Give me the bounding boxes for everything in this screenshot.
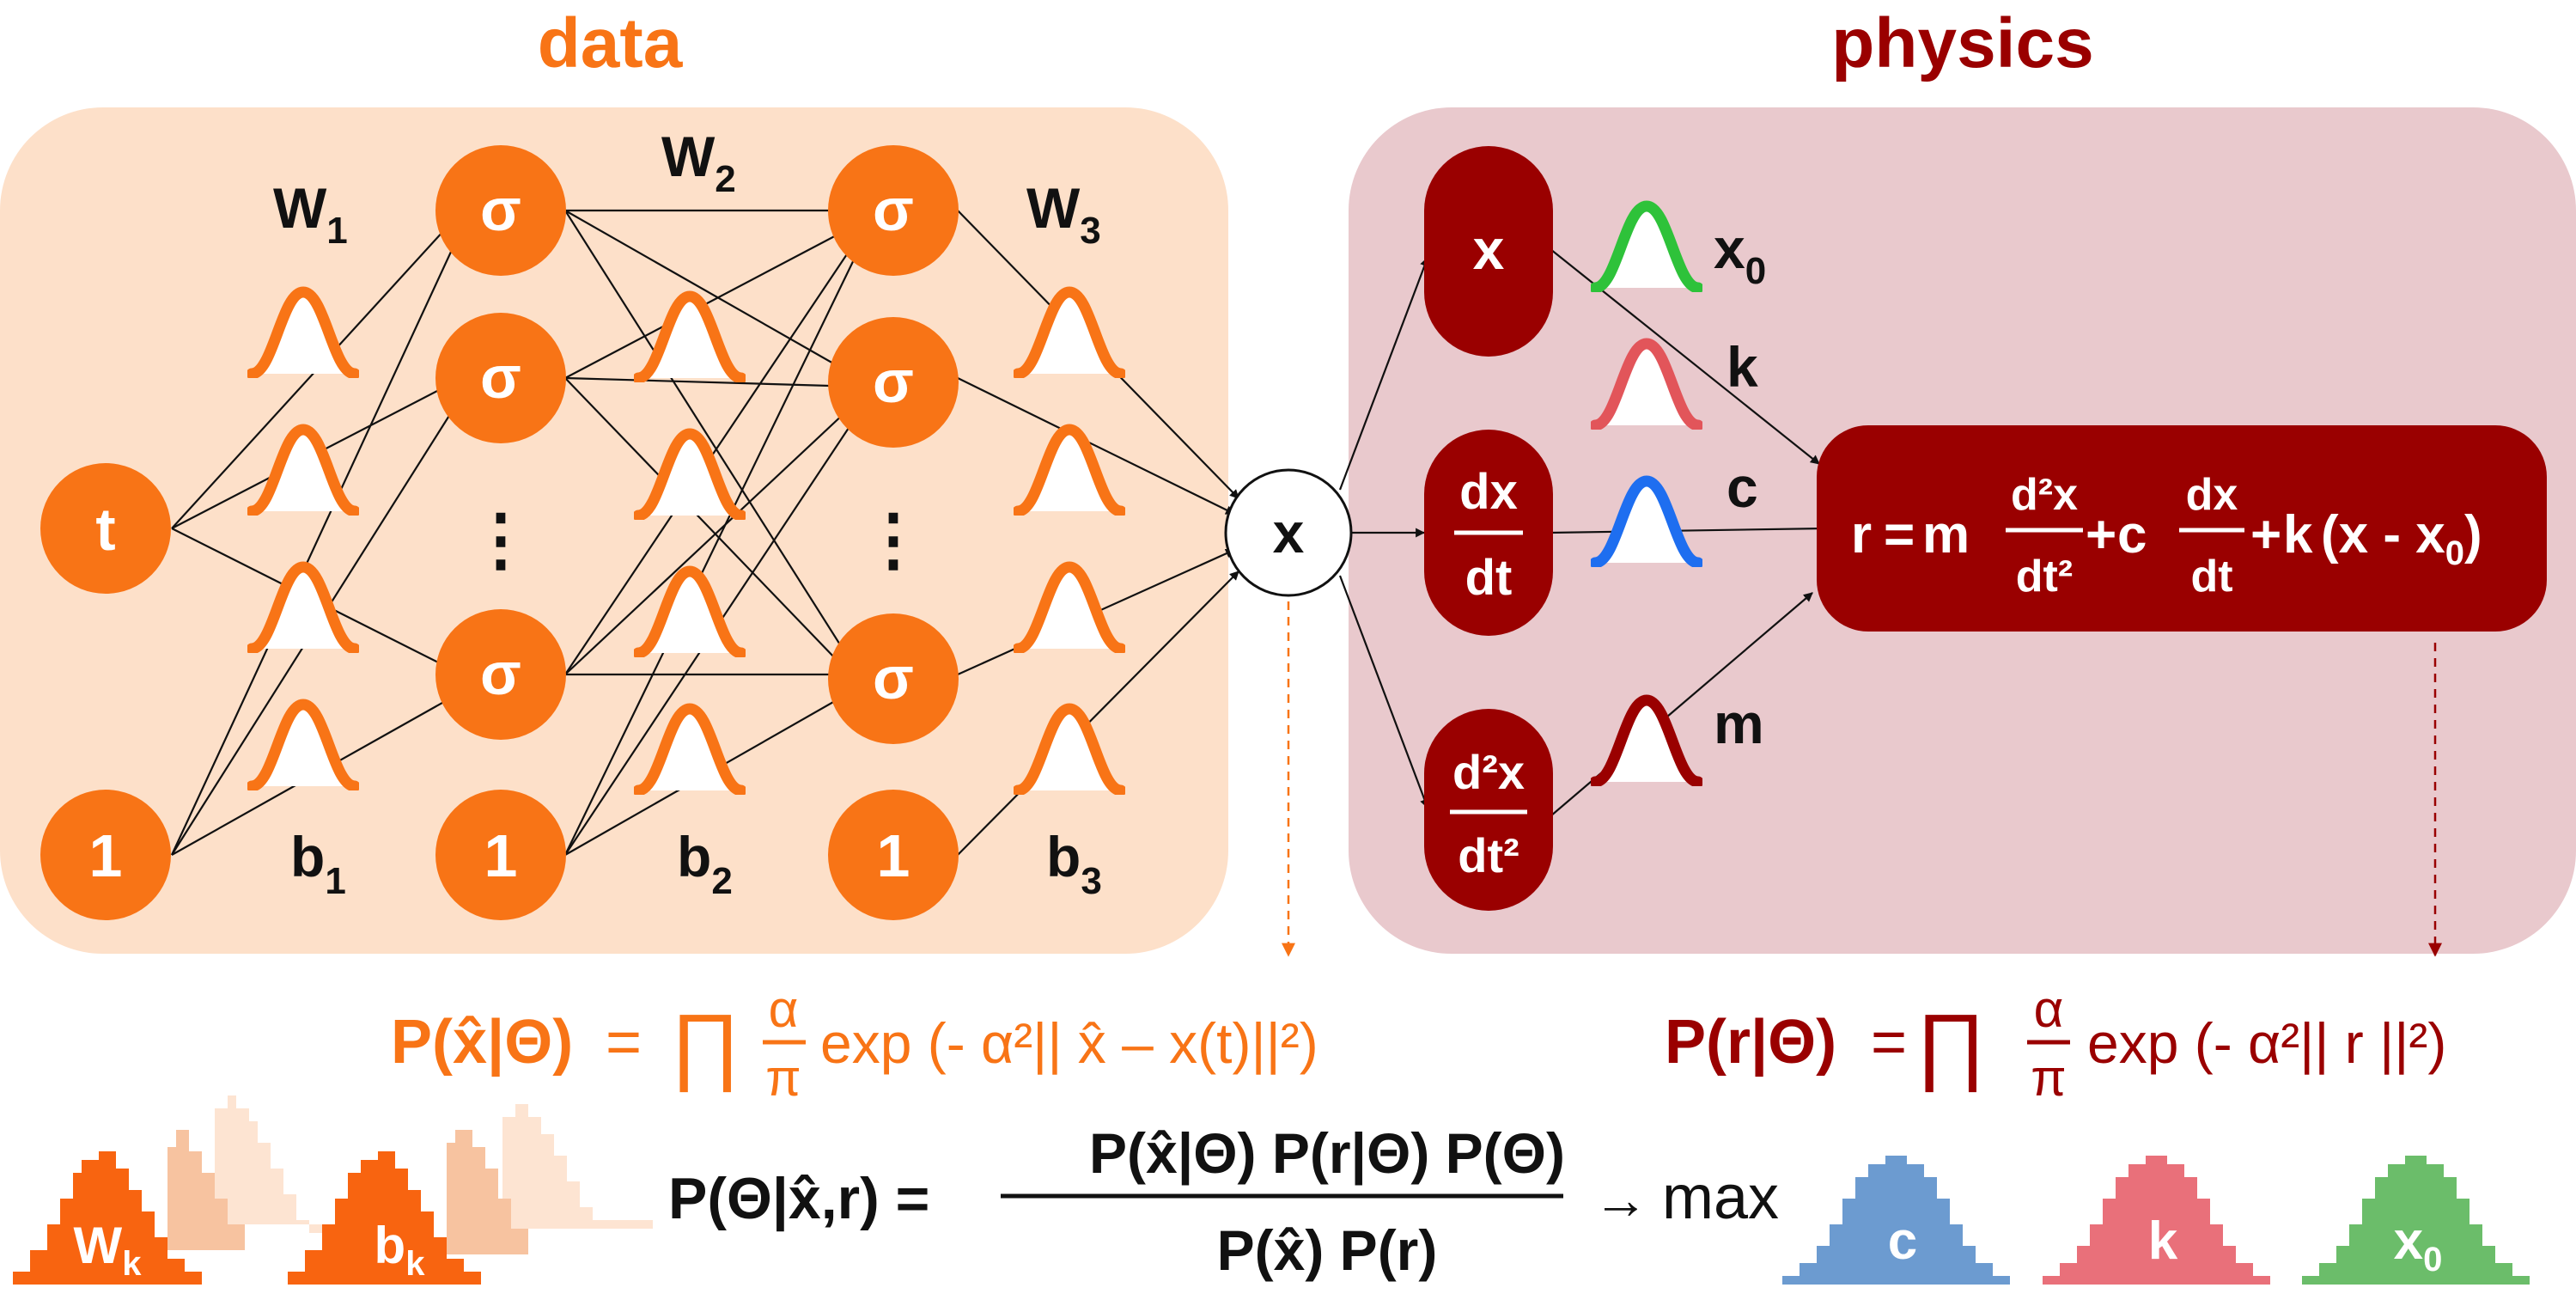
hist-c: c (1782, 1156, 2010, 1285)
residual-d2x: d²x (2011, 470, 2078, 520)
output-node: x (1224, 468, 1353, 597)
residual-eq: = (1884, 505, 1915, 565)
residual-plus: + (2086, 505, 2116, 565)
residual-m: m (1922, 505, 1970, 565)
input-t: t (95, 496, 115, 563)
hist-x0: x0 (2302, 1156, 2530, 1285)
sigma-node: σ (873, 176, 914, 243)
residual-c: c (2117, 505, 2147, 565)
residual-tail: (x - x0) (2321, 505, 2482, 572)
sigma-node: σ (480, 176, 521, 243)
k-hist-label: k (2148, 1211, 2178, 1271)
residual-dx: dx (2186, 470, 2238, 520)
data-lik-lhs: P(x̂|Θ) (391, 1008, 573, 1077)
b2-label: b2 (677, 825, 733, 902)
ellipsis: ⋮ (859, 501, 928, 577)
layer-labels: W1 W2 W3 b1 b2 b3 (273, 125, 1102, 902)
x0-label: x0 (1714, 217, 1766, 292)
phys-lik-lhs: P(r|Θ) (1665, 1008, 1836, 1077)
bias-node: 1 (89, 822, 123, 889)
physics-title: physics (1831, 4, 2093, 82)
sigma-node: σ (480, 344, 521, 411)
hist-k: k (2043, 1156, 2270, 1285)
w3-label: W3 (1026, 176, 1101, 252)
phys-lik-alpha: α (2034, 980, 2064, 1038)
residual-box: r = m d²x dt² + c dx dt + k (x - x0) (1817, 425, 2547, 632)
b3-label: b3 (1046, 825, 1102, 902)
hidden-layer-2: σ σ ⋮ σ 1 (828, 145, 959, 920)
phys-lik-prod: ∏ (1915, 997, 1986, 1093)
b1-label: b1 (290, 825, 346, 902)
residual-dt2: dt² (2016, 552, 2073, 601)
c-hist-label: c (1888, 1211, 1917, 1271)
data-lik-rest: exp (- α²|| x̂ – x(t)||²) (820, 1011, 1318, 1075)
data-likelihood: P(x̂|Θ) = ∏ α π exp (- α²|| x̂ – x(t)||²… (391, 980, 1318, 1107)
bias-node: 1 (484, 822, 518, 889)
dx-num: dx (1459, 464, 1518, 520)
data-lik-pi: π (765, 1049, 801, 1107)
output-x: x (1273, 501, 1305, 565)
hidden-layer-1: σ σ ⋮ σ 1 (435, 145, 566, 920)
phys-x: x (1473, 217, 1505, 281)
c-label: c (1726, 455, 1758, 519)
data-lik-eq: = (606, 1008, 642, 1077)
data-lik-prod: ∏ (670, 997, 740, 1093)
posterior-arrow: → (1593, 1169, 1648, 1230)
dx-den: dt (1465, 550, 1513, 606)
sigma-node: σ (480, 640, 521, 707)
ellipsis: ⋮ (466, 501, 535, 577)
physics-nodes: x dx dt d²x dt² (1424, 146, 1553, 911)
residual-k: k (2283, 505, 2313, 565)
sigma-node: σ (873, 644, 914, 711)
phys-lik-pi: π (2031, 1049, 2066, 1107)
data-title: data (538, 4, 684, 82)
posterior-max: max (1662, 1163, 1779, 1232)
sigma-node: σ (873, 348, 914, 415)
d2x-num: d²x (1452, 745, 1525, 799)
posterior-lhs: P(Θ|x̂,r) = (668, 1166, 929, 1232)
residual-r: r (1851, 505, 1872, 565)
posterior-num: P(x̂|Θ) P(r|Θ) P(Θ) (1089, 1121, 1565, 1187)
k-label: k (1726, 335, 1758, 399)
m-label: m (1714, 692, 1764, 755)
residual-dt: dt (2190, 552, 2232, 601)
hist-wk: Wk (13, 1095, 356, 1285)
posterior: P(Θ|x̂,r) = P(x̂|Θ) P(r|Θ) P(Θ) P(x̂) P(… (668, 1121, 1779, 1282)
data-lik-alpha: α (769, 980, 799, 1038)
residual-plus: + (2250, 505, 2281, 565)
phys-lik-rest: exp (- α²|| r ||²) (2087, 1011, 2446, 1075)
bias-node: 1 (877, 822, 910, 889)
hist-bk: bk (288, 1104, 653, 1285)
x0-hist-label: x0 (2394, 1211, 2443, 1279)
physics-likelihood: P(r|Θ) = ∏ α π exp (- α²|| r ||²) (1665, 980, 2446, 1107)
input-layer: t 1 (40, 463, 171, 920)
w1-label: W1 (273, 176, 348, 252)
w2-label: W2 (661, 125, 736, 200)
phys-lik-eq: = (1871, 1008, 1907, 1077)
posterior-den: P(x̂) P(r) (1217, 1218, 1438, 1282)
physics-priors: x0 k c m (1595, 206, 1766, 782)
wk-label: Wk (74, 1217, 143, 1283)
bk-label: bk (375, 1217, 426, 1283)
d2x-den: dt² (1458, 828, 1519, 882)
